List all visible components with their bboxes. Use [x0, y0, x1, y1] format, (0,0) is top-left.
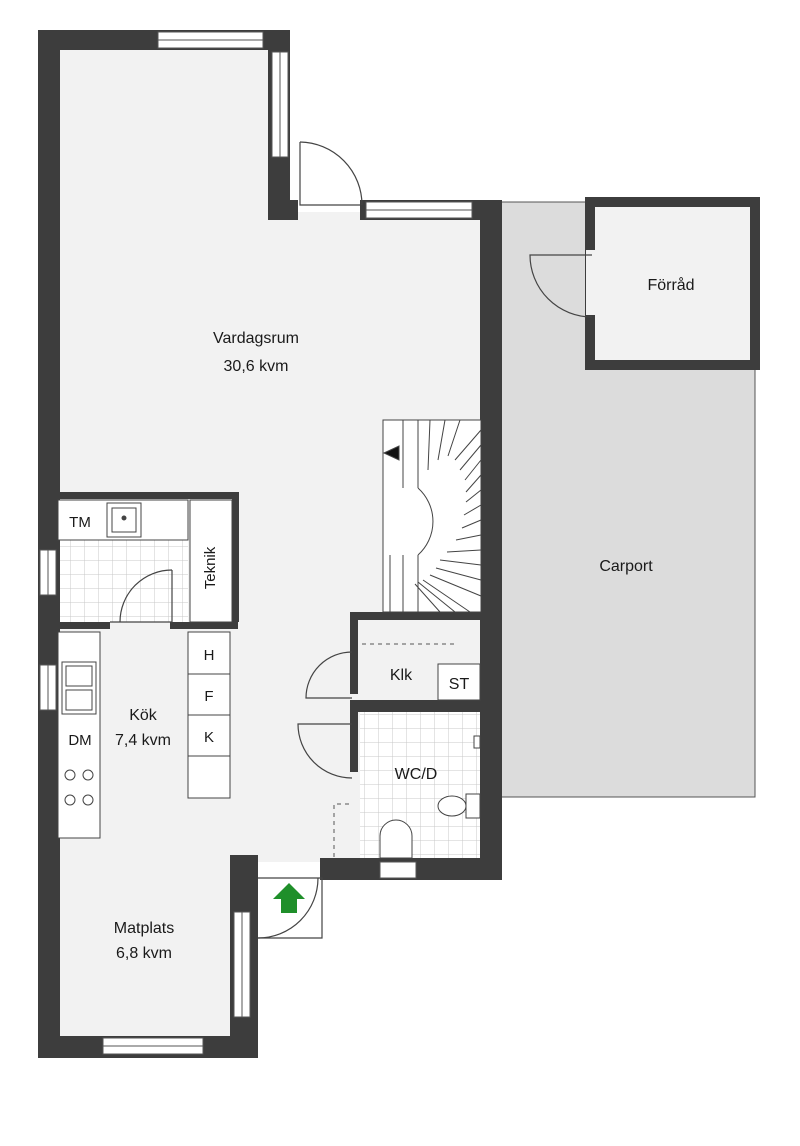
kitchen-fixtures — [57, 499, 233, 839]
kok-name: Kök — [129, 707, 158, 724]
klk-name: Klk — [390, 667, 413, 684]
carport-name: Carport — [599, 558, 653, 575]
wc-fixtures — [379, 663, 481, 859]
vardagsrum-name: Vardagsrum — [213, 330, 299, 347]
f-label: F — [204, 688, 213, 705]
dm-label: DM — [68, 732, 91, 749]
staircase — [382, 419, 482, 613]
kok-area: 7,4 kvm — [115, 732, 171, 749]
forrad-name: Förråd — [647, 276, 694, 294]
wc-name: WC/D — [395, 766, 438, 783]
h-label: H — [204, 647, 215, 664]
teknik-label: Teknik — [202, 546, 219, 589]
forrad-door — [529, 254, 593, 318]
vardagsrum-area: 30,6 kvm — [224, 358, 289, 375]
matplats-name: Matplats — [114, 920, 174, 937]
matplats-area: 6,8 kvm — [116, 945, 172, 962]
forrad-room — [585, 197, 760, 370]
doors — [110, 141, 363, 939]
kitchen-tile-area — [58, 540, 188, 622]
wc-tile-area — [360, 712, 482, 860]
k-label: K — [204, 729, 214, 746]
entrance-arrow-icon — [273, 883, 305, 913]
tm-label: TM — [69, 514, 91, 531]
windows — [39, 31, 473, 1055]
st-label: ST — [449, 676, 470, 693]
dashed-lines — [79, 640, 458, 857]
